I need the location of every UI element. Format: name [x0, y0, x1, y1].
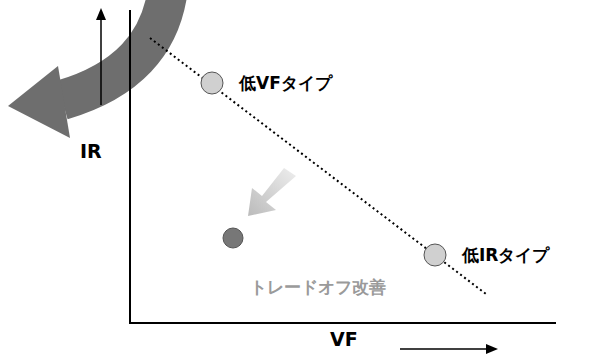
- note-label: トレードオフ改善: [250, 276, 386, 299]
- axis-label: VF: [330, 328, 358, 350]
- data-point: 低VFタイプ: [200, 71, 224, 95]
- y-axis: [129, 10, 131, 323]
- point-label: 低IRタイプ: [462, 244, 549, 267]
- data-point: 低IRタイプ: [423, 243, 447, 267]
- up-arrow: [100, 18, 102, 105]
- point-circle: [200, 71, 224, 95]
- improved-point: [223, 228, 243, 248]
- up-arrow-head: [96, 8, 106, 20]
- right-arrow-head: [486, 344, 498, 354]
- x-axis: [129, 322, 556, 324]
- point-circle: [423, 243, 447, 267]
- tradeoff-line: [150, 38, 486, 294]
- point-label: 低VFタイプ: [239, 72, 332, 95]
- band-head: [8, 66, 70, 138]
- axis-label: IR: [80, 140, 102, 162]
- improve-arrow: [248, 168, 296, 216]
- curved-band: [62, 0, 168, 100]
- right-arrow: [400, 348, 488, 350]
